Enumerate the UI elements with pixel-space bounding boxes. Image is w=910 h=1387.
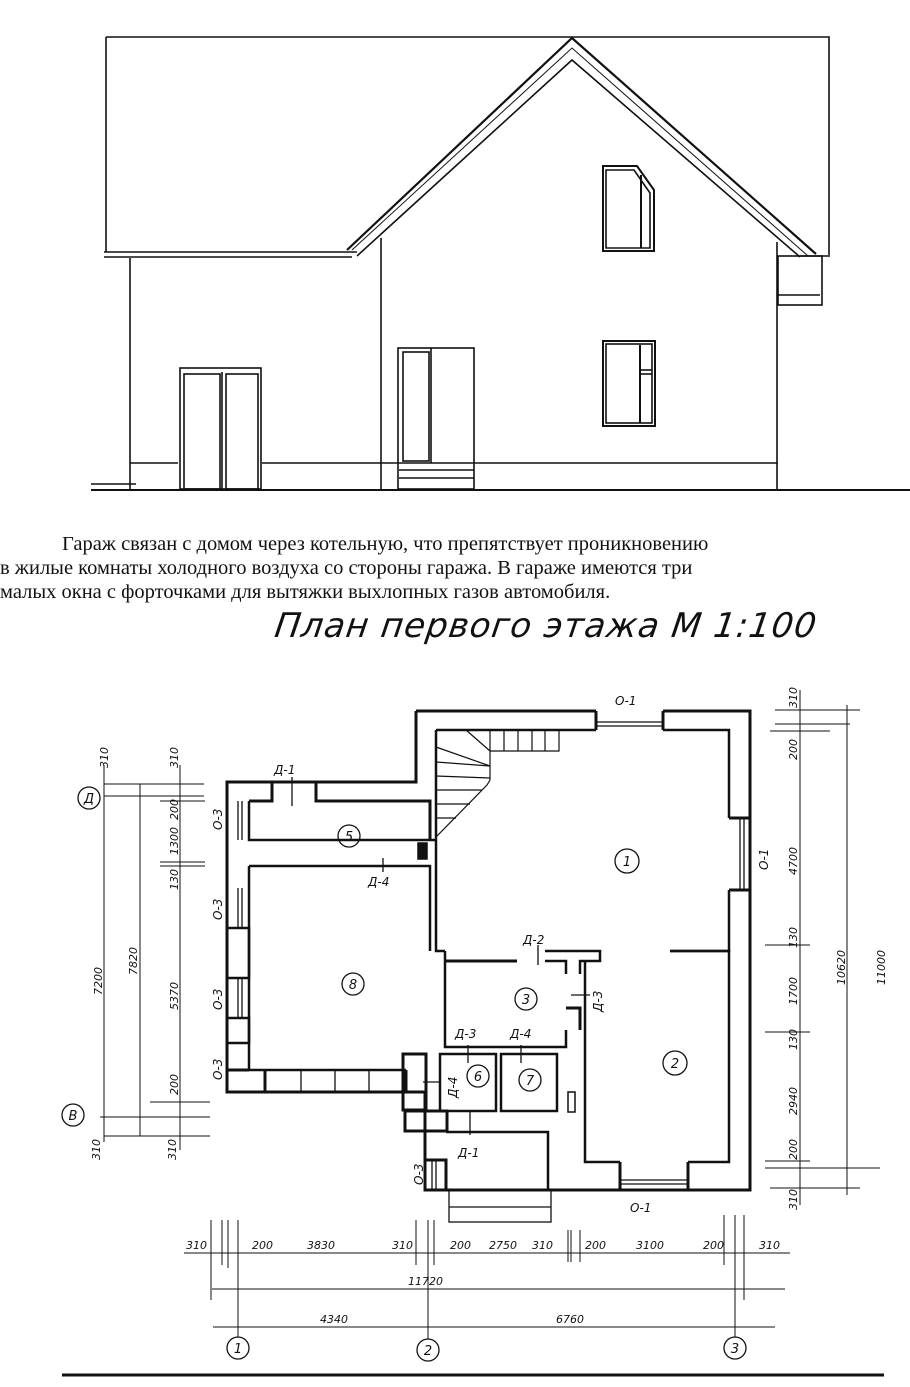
door-D1-top-label: Д-1 <box>273 763 295 777</box>
axis-D-label: Д <box>83 792 94 807</box>
dim-right-200-top: 200 <box>787 739 800 760</box>
dim-left-7200: 7200 <box>92 967 105 995</box>
paragraph-line-2: в жилые комнаты холодного воздуха со сто… <box>0 557 693 579</box>
dim-bottom-2750: 2750 <box>489 1239 517 1252</box>
dim-right-310-bot: 310 <box>787 1189 800 1210</box>
dim-left-5370: 5370 <box>168 982 181 1010</box>
dim-right-2940: 2940 <box>787 1087 800 1115</box>
dim-bottom-200-c: 200 <box>585 1239 606 1252</box>
dim-left-7820: 7820 <box>127 947 140 975</box>
window-O3-d-label: О-3 <box>211 1059 225 1080</box>
door-D4b-label: Д-4 <box>509 1027 531 1041</box>
window-O1-top-label: О-1 <box>615 694 636 708</box>
dim-bottom-4340: 4340 <box>320 1313 348 1326</box>
door-D2-label: Д-2 <box>522 933 544 947</box>
dim-left-1300: 1300 <box>168 827 181 855</box>
paragraph-line-1: Гараж связан с домом через котельную, чт… <box>62 533 709 555</box>
axis-1-label: 1 <box>234 1342 242 1357</box>
dim-right-11000: 11000 <box>875 950 888 985</box>
dim-right-10620: 10620 <box>835 950 848 985</box>
window-O1-right-label: О-1 <box>757 849 771 870</box>
dim-bottom-200-a: 200 <box>252 1239 273 1252</box>
dim-left-130: 130 <box>168 869 181 890</box>
dim-right-4700: 4700 <box>787 847 800 875</box>
window-O3-b-label: О-3 <box>211 899 225 920</box>
room-7-label: 7 <box>526 1074 535 1089</box>
axis-2-label: 2 <box>424 1344 432 1359</box>
floor-plan: 5 1 8 3 2 6 7 Д В 1 2 3 Д-1 Д-4 Д-2 Д-3 … <box>61 687 888 1377</box>
dim-bottom-3100: 3100 <box>636 1239 664 1252</box>
room-1-label: 1 <box>623 855 631 870</box>
room-8-label: 8 <box>349 978 357 993</box>
paragraph-line-3: малых окна с форточками для вытяжки выхл… <box>0 581 611 603</box>
dim-bottom-310-a: 310 <box>186 1239 207 1252</box>
plan-title: План первого этажа М 1:100 <box>272 606 820 646</box>
dim-left-310-outer: 310 <box>98 747 111 768</box>
roof-outline <box>106 36 830 255</box>
axis-3-label: 3 <box>731 1342 739 1357</box>
description-paragraph: Гараж связан с домом через котельную, чт… <box>0 532 910 604</box>
exterior-walls <box>225 709 752 1223</box>
window-O3-e-label: О-3 <box>412 1164 426 1185</box>
dim-left-200-top: 200 <box>168 799 181 820</box>
window-O3-a-label: О-3 <box>211 809 225 830</box>
room-2-label: 2 <box>671 1057 679 1072</box>
door-D4-label: Д-4 <box>367 875 389 889</box>
door-D3-label: Д-3 <box>454 1027 476 1041</box>
dim-left-310-bot-inner: 310 <box>166 1139 179 1160</box>
dim-bottom-3830: 3830 <box>307 1239 335 1252</box>
room-3-label: 3 <box>522 993 530 1008</box>
dim-bottom-310-d: 310 <box>759 1239 780 1252</box>
garage-windows <box>225 721 745 1190</box>
dim-right-310-top: 310 <box>787 687 800 708</box>
dim-bottom-200-b: 200 <box>450 1239 471 1252</box>
window-O3-c-label: О-3 <box>211 989 225 1010</box>
dim-bottom-6760: 6760 <box>556 1313 584 1326</box>
staircase <box>435 729 560 839</box>
room-5-label: 5 <box>345 830 353 845</box>
dim-left-310-inner: 310 <box>168 747 181 768</box>
dim-bottom-total-11720: 11720 <box>408 1275 443 1288</box>
window-O1-bottom-label: О-1 <box>630 1201 651 1215</box>
dim-right-200-bot: 200 <box>787 1139 800 1160</box>
room-6-label: 6 <box>474 1070 482 1085</box>
dim-right-130: 130 <box>787 927 800 948</box>
dim-bottom-310-c: 310 <box>532 1239 553 1252</box>
house-facade-elevation <box>91 36 910 491</box>
door-D4-side-label: Д-4 <box>446 1077 460 1099</box>
dim-left-310-bot-outer: 310 <box>90 1139 103 1160</box>
dim-bottom-200-d: 200 <box>703 1239 724 1252</box>
door-D1-bottom-label: Д-1 <box>457 1146 479 1160</box>
axis-V-label: В <box>69 1109 78 1124</box>
dim-right-130b: 130 <box>787 1029 800 1050</box>
door-D3-side-label: Д-3 <box>591 991 605 1013</box>
dim-bottom-310-b: 310 <box>392 1239 413 1252</box>
dim-right-1700: 1700 <box>787 977 800 1005</box>
dim-left-200-bot: 200 <box>168 1074 181 1095</box>
